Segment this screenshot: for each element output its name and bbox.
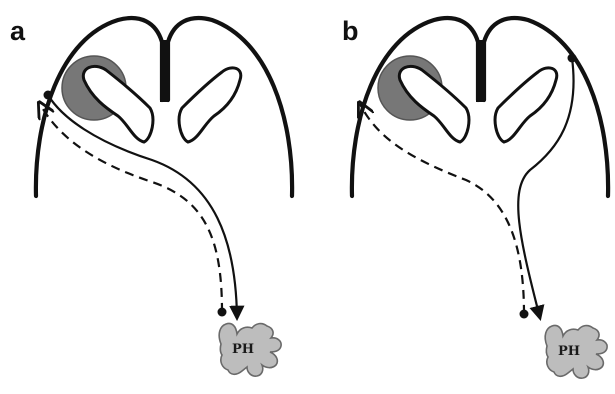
right-ventricle-icon — [179, 68, 241, 142]
panel-b: b PH — [342, 16, 608, 378]
panel-b-letter: b — [342, 16, 359, 46]
hand-label: PH — [558, 344, 580, 359]
hand-label: PH — [232, 342, 254, 357]
hand-icon: PH — [219, 323, 281, 376]
right-ventricle-icon — [495, 68, 557, 142]
midline-fissure — [476, 40, 485, 102]
hand-icon: PH — [545, 325, 607, 378]
panel-a-letter: a — [10, 16, 26, 46]
midline-fissure — [160, 40, 169, 102]
panel-a: a PH — [10, 16, 292, 376]
